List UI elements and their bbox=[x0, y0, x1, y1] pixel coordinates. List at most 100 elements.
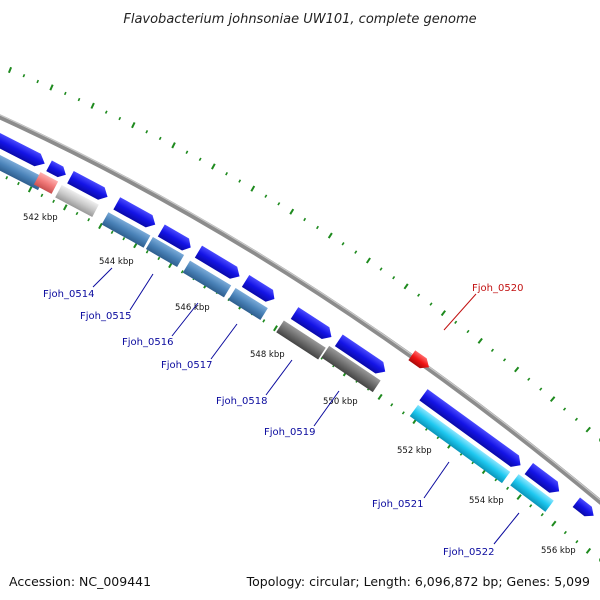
cds-box[interactable] bbox=[228, 287, 268, 321]
tick-mark bbox=[7, 66, 13, 74]
tick-mark bbox=[585, 547, 592, 554]
tick-mark bbox=[90, 102, 95, 109]
tick-mark bbox=[303, 217, 307, 222]
gene-arrow[interactable] bbox=[113, 197, 158, 231]
tick-mark bbox=[264, 194, 268, 198]
tick-mark bbox=[17, 181, 20, 186]
genome-summary: Topology: circular; Length: 6,096,872 bp… bbox=[246, 574, 590, 589]
tick-mark bbox=[289, 208, 295, 215]
tick-mark bbox=[365, 257, 371, 264]
tick-mark bbox=[403, 283, 409, 290]
gene-arrow[interactable] bbox=[572, 497, 598, 520]
tick-mark bbox=[562, 407, 567, 411]
tick-mark bbox=[198, 157, 202, 161]
tick-mark bbox=[563, 530, 567, 535]
tick-mark bbox=[574, 417, 579, 422]
gene-arrow[interactable] bbox=[157, 224, 194, 253]
tick-mark bbox=[454, 320, 458, 324]
cds-box[interactable] bbox=[33, 172, 59, 194]
tick-mark bbox=[225, 172, 228, 176]
tick-mark bbox=[238, 179, 242, 183]
gene-arrow[interactable] bbox=[290, 307, 336, 343]
kbp-label: 552 kbp bbox=[397, 446, 432, 456]
gene-label-fjoh-0522[interactable]: Fjoh_0522 bbox=[443, 547, 494, 558]
gene-arrow[interactable] bbox=[524, 462, 564, 497]
gene-arrow[interactable] bbox=[241, 275, 278, 305]
gene-label-fjoh-0520[interactable]: Fjoh_0520 bbox=[472, 283, 523, 294]
tick-mark bbox=[341, 242, 345, 246]
tick-mark bbox=[516, 494, 522, 501]
genome-backbone-highlight bbox=[0, 114, 600, 501]
tick-mark bbox=[551, 520, 557, 527]
map-title: Flavobacterium johnsoniae UW101, complet… bbox=[123, 12, 476, 27]
gene-label-leaders bbox=[92, 267, 520, 545]
gene-arrow-red[interactable] bbox=[408, 350, 432, 372]
tick-mark bbox=[527, 377, 531, 381]
cds-box[interactable] bbox=[55, 184, 99, 218]
tick-mark bbox=[277, 202, 281, 206]
tick-mark bbox=[145, 250, 149, 254]
tick-mark bbox=[390, 403, 394, 407]
cds-box[interactable] bbox=[101, 212, 151, 248]
kbp-label: 548 kbp bbox=[250, 350, 285, 360]
tick-mark bbox=[104, 110, 108, 114]
gene-arrow[interactable] bbox=[67, 170, 111, 203]
tick-mark bbox=[87, 218, 91, 222]
tick-mark bbox=[211, 163, 216, 170]
kbp-label: 544 kbp bbox=[99, 257, 134, 267]
gene-label-fjoh-0518[interactable]: Fjoh_0518 bbox=[216, 396, 267, 407]
tick-mark bbox=[98, 222, 103, 230]
tick-mark bbox=[22, 73, 26, 78]
tick-mark bbox=[354, 250, 358, 254]
tick-mark bbox=[75, 211, 79, 216]
tick-mark bbox=[77, 97, 81, 102]
cds-strand bbox=[0, 145, 554, 512]
tick-mark bbox=[273, 325, 278, 332]
gene-arrow[interactable] bbox=[419, 389, 524, 471]
kbp-label: 556 kbp bbox=[541, 546, 576, 556]
outer-tick-ring bbox=[7, 66, 600, 442]
gene-label-fjoh-0521[interactable]: Fjoh_0521 bbox=[372, 499, 423, 510]
kbp-labels: 542 kbp 544 kbp 546 kbp 548 kbp 550 kbp … bbox=[23, 213, 576, 556]
tick-mark bbox=[63, 204, 68, 211]
accession-label: Accession: NC_009441 bbox=[9, 574, 151, 589]
tick-mark bbox=[185, 150, 189, 154]
cds-box[interactable] bbox=[0, 145, 45, 191]
gene-label-fjoh-0514[interactable]: Fjoh_0514 bbox=[43, 289, 94, 300]
genome-backbone bbox=[0, 114, 600, 505]
tick-mark bbox=[122, 237, 126, 241]
tick-mark bbox=[36, 79, 40, 84]
tick-mark bbox=[585, 426, 591, 433]
cds-box[interactable] bbox=[510, 474, 554, 512]
kbp-label: 546 kbp bbox=[175, 303, 210, 313]
tick-mark bbox=[392, 275, 396, 280]
kbp-label: 550 kbp bbox=[323, 397, 358, 407]
tick-mark bbox=[377, 393, 383, 400]
tick-mark bbox=[27, 186, 33, 193]
tick-mark bbox=[180, 270, 184, 274]
gene-label-fjoh-0519[interactable]: Fjoh_0519 bbox=[264, 427, 315, 438]
gene-arrow[interactable] bbox=[46, 160, 68, 180]
tick-mark bbox=[110, 230, 114, 234]
cds-box[interactable] bbox=[276, 320, 326, 360]
tick-mark bbox=[158, 136, 162, 141]
cds-box[interactable] bbox=[182, 260, 232, 298]
cds-box[interactable] bbox=[409, 404, 511, 484]
gene-arrow[interactable] bbox=[334, 334, 389, 378]
tick-mark bbox=[429, 302, 433, 306]
tick-mark bbox=[529, 504, 533, 508]
tick-mark bbox=[131, 121, 136, 129]
tick-mark bbox=[40, 193, 44, 198]
tick-mark bbox=[327, 232, 333, 239]
tick-mark bbox=[401, 411, 405, 415]
cds-box[interactable] bbox=[145, 236, 185, 268]
gene-arrow[interactable] bbox=[0, 130, 48, 170]
gene-label-fjoh-0517[interactable]: Fjoh_0517 bbox=[161, 360, 212, 371]
tick-mark bbox=[506, 486, 510, 490]
gene-arrow[interactable] bbox=[194, 245, 243, 283]
gene-label-fjoh-0515[interactable]: Fjoh_0515 bbox=[80, 311, 131, 322]
cds-box[interactable] bbox=[321, 345, 381, 393]
tick-mark bbox=[171, 142, 176, 149]
gene-label-fjoh-0516[interactable]: Fjoh_0516 bbox=[122, 337, 173, 348]
tick-mark bbox=[379, 267, 383, 271]
